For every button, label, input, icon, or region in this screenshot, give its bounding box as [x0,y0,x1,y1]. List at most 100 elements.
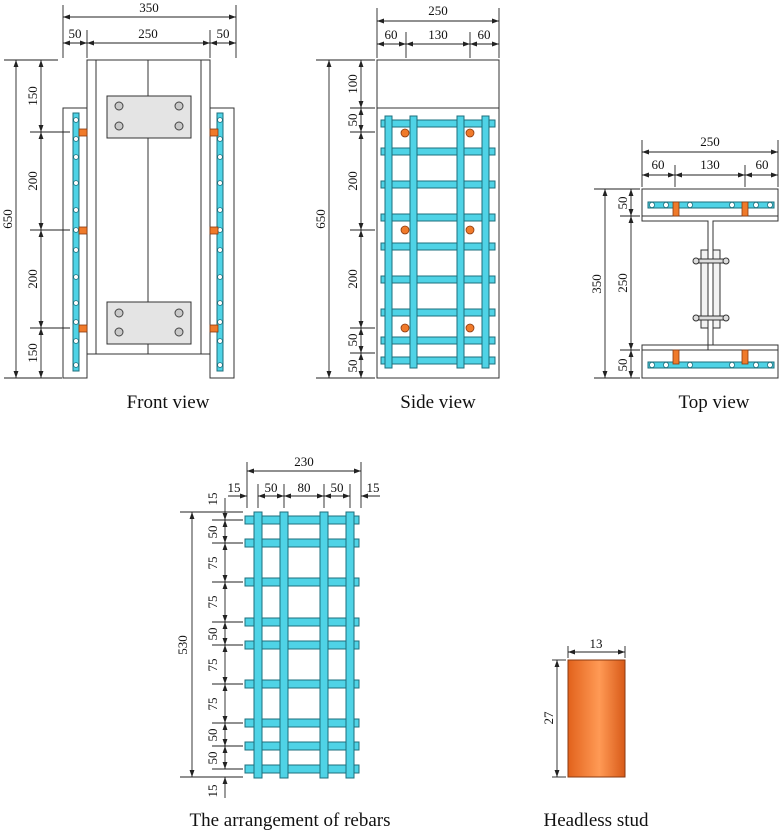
rebar-section-dot [217,136,223,142]
front-bottom-splice-plate [106,301,192,345]
side-middle: 130 [428,27,448,42]
rebar-section-dot [73,207,79,213]
caption-headless-stud: Headless stud [543,810,649,831]
top-flange-top: 50 [615,197,630,210]
rebar-section-dot [217,154,223,160]
top-web-height: 250 [615,273,630,293]
front-seg-4: 150 [25,343,40,363]
front-total-height: 650 [0,209,15,229]
rebar-section-dot [73,274,79,280]
caption-top-view: Top view [678,392,750,413]
rebar-spacing-1: 50 [265,480,278,495]
rebar-cover-left: 15 [228,480,241,495]
top-view: 250 60 130 60 350 50 250 50 [589,134,779,379]
rebar-section-dot [217,319,223,325]
front-web-width: 250 [138,26,158,41]
front-rebar-sections [73,117,223,368]
rebar-section-dot [73,154,79,160]
front-total-width: 350 [139,0,159,15]
side-studs [400,128,475,333]
caption-rebar-arrangement: The arrangement of rebars [189,810,391,831]
caption-side-view: Side view [400,392,476,413]
side-rebar-grid [380,115,496,369]
rebar-section-dot [73,300,79,306]
side-seg-2: 200 [345,171,360,191]
top-steel-section [641,215,779,346]
top-flange-bottom: 50 [615,359,630,372]
rebar-section-dot [217,300,223,306]
top-web-plate-left [700,249,709,329]
top-web-plate-right [712,249,721,329]
rebar-cover-right: 15 [367,480,380,495]
stud-body [567,659,626,778]
side-right: 60 [478,27,491,42]
top-studs [672,201,749,365]
side-seg-3: 200 [345,269,360,289]
front-left-rebar [72,112,80,372]
rebar-spacing-3: 50 [331,480,344,495]
rebar-v5: 75 [205,659,220,672]
side-total-height: 650 [313,209,328,229]
top-right: 60 [756,157,769,172]
rebar-v3: 75 [205,596,220,609]
headless-stud: 13 27 [541,636,626,778]
rebar-v2: 75 [205,557,220,570]
rebar-section-dot [73,117,79,123]
rebar-section-dot [73,136,79,142]
side-left: 60 [385,27,398,42]
front-seg-2: 200 [25,171,40,191]
rebar-section-dot [217,274,223,280]
front-view: 350 50 250 50 650 150 200 200 150 [0,0,237,379]
front-left-flange: 50 [69,26,82,41]
front-right-rebar [216,112,224,372]
top-middle: 130 [700,157,720,172]
rebar-v7: 50 [205,729,220,742]
top-web-bolts [692,257,730,322]
rebar-total-height: 530 [175,635,190,655]
rebar-section-dot [73,180,79,186]
rebar-section-dot [217,180,223,186]
top-lower-rebar [647,361,775,369]
stud-height: 27 [541,711,556,725]
stud-diameter: 13 [590,636,603,651]
front-seg-1: 150 [25,86,40,106]
top-upper-rebar [647,201,775,209]
side-total-width: 250 [428,3,448,18]
rebar-section-dot [73,247,79,253]
top-total-width: 250 [700,134,720,149]
rebar-v4: 50 [205,628,220,641]
rebar-section-dot [217,362,223,368]
rebar-section-dot [73,338,79,344]
front-right-flange: 50 [217,26,230,41]
caption-front-view: Front view [126,392,210,413]
rebar-section-dot [73,319,79,325]
top-left: 60 [652,157,665,172]
rebar-section-dot [217,338,223,344]
rebar-section-dot [217,247,223,253]
rebar-v1: 50 [205,526,220,539]
rebar-section-dot [217,207,223,213]
side-view: 250 60 130 60 650 100 50 200 200 50 50 [313,3,500,379]
rebar-section-dot [73,362,79,368]
side-seg-5: 50 [345,360,360,373]
rebar-v6: 75 [205,698,220,711]
rebar-section-dot [73,227,79,233]
top-total-height: 350 [589,274,604,294]
rebar-cover-top: 15 [205,493,220,506]
rebar-cover-bottom: 15 [205,785,220,798]
front-studs [78,128,219,333]
rebar-v8: 50 [205,752,220,765]
side-seg-4: 50 [345,334,360,347]
front-bolts [114,101,184,337]
front-seg-3: 200 [25,269,40,289]
rebar-arrangement: 230 15 50 80 50 15 530 15 50 75 75 50 75… [175,454,380,798]
side-seg-top: 100 [345,74,360,94]
top-rebar-sections [649,201,774,368]
rebar-section-dot [217,117,223,123]
side-seg-1: 50 [345,114,360,127]
rebar-total-width: 230 [294,454,314,469]
rebar-spacing-2: 80 [298,480,311,495]
rebar-grid [244,511,360,779]
